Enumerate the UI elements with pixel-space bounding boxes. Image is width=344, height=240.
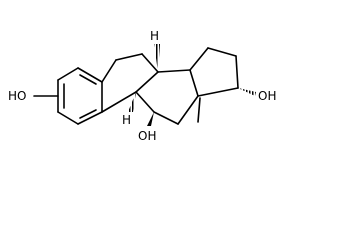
hydroxyl-label-17: OH [258, 89, 276, 103]
molecule-figure: HO H H OH OH [8, 29, 276, 143]
hydroxyl-label-3: HO [8, 89, 26, 103]
ring-a [57, 67, 103, 125]
substituent-bonds [33, 44, 256, 126]
ring-c [135, 69, 199, 125]
structure-svg: HO H H OH OH [8, 29, 276, 143]
hydrogen-label-8: H [150, 29, 159, 43]
hydroxyl-label-11: OH [138, 129, 156, 143]
hydrogen-label-9: H [122, 113, 131, 127]
ring-d [189, 47, 239, 97]
ring-b [101, 53, 159, 113]
